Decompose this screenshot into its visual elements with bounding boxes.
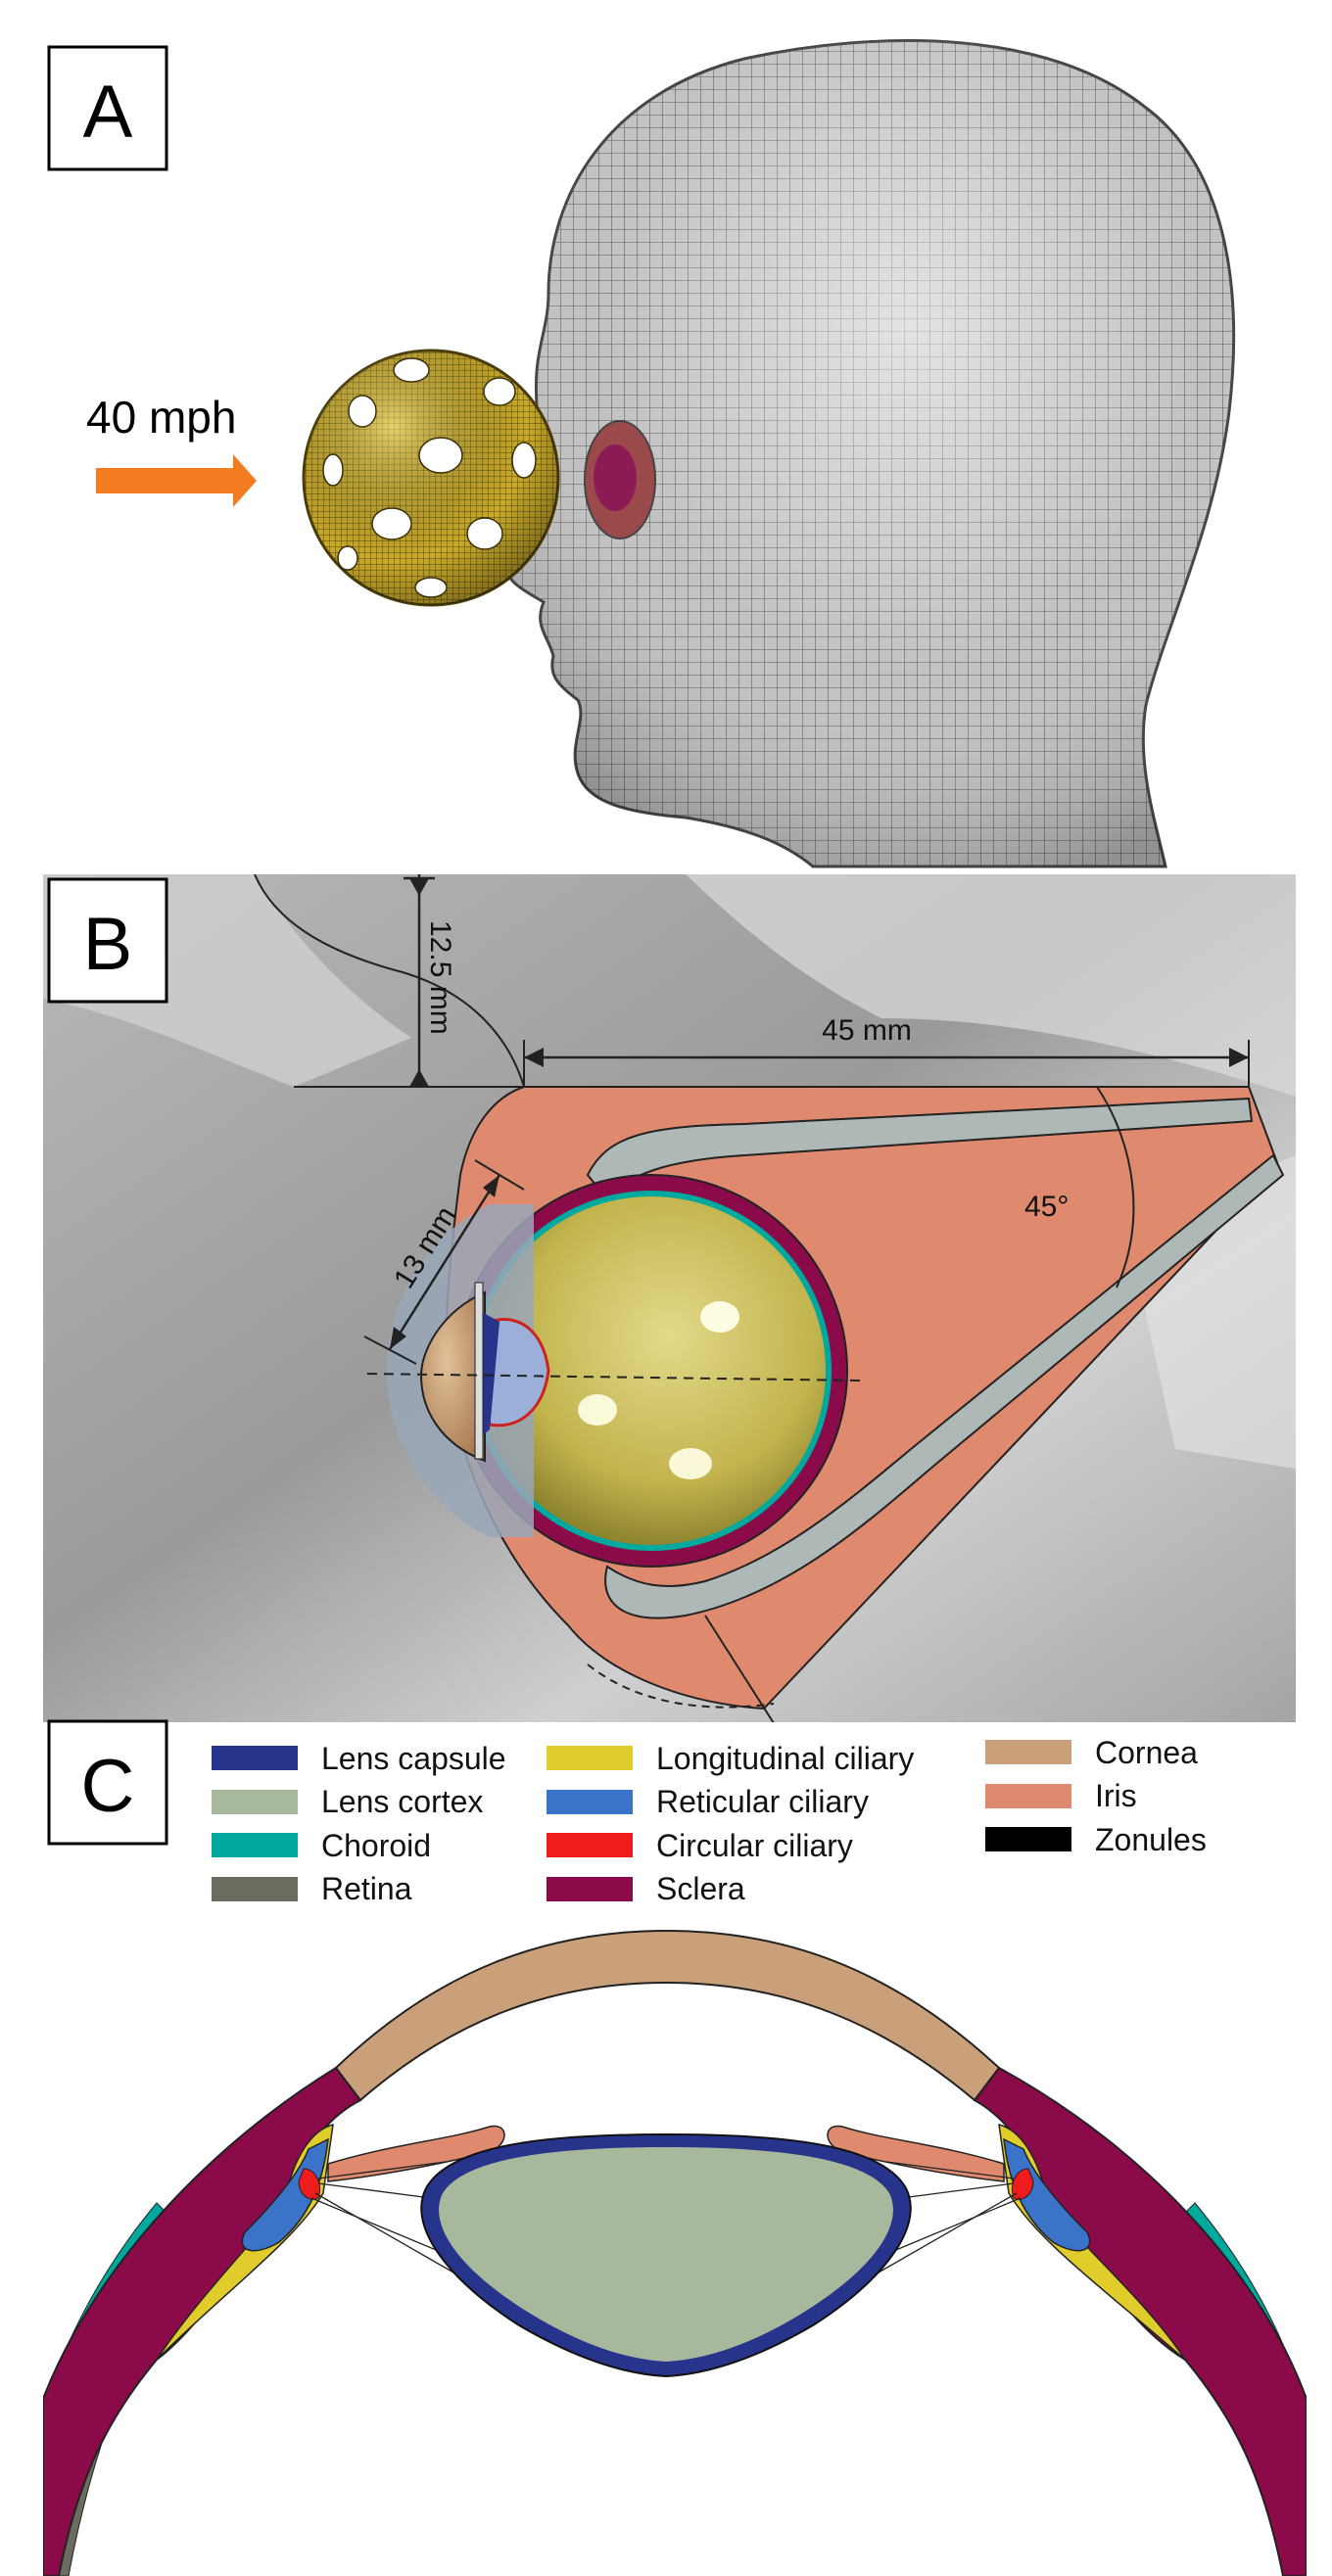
legend-item-iris: Iris bbox=[985, 1778, 1137, 1813]
legend: Lens capsule Lens cortex Choroid Retina … bbox=[212, 1735, 1207, 1906]
svg-text:Reticular ciliary: Reticular ciliary bbox=[656, 1784, 869, 1819]
panel-a: 40 mph A bbox=[47, 39, 1236, 868]
speed-label: 40 mph bbox=[86, 392, 236, 443]
svg-text:Iris: Iris bbox=[1095, 1778, 1137, 1813]
dim-vertical-label: 12.5 mm bbox=[424, 920, 456, 1035]
panel-b: 12.5 mm 45 mm 13 mm 45° bbox=[43, 874, 1296, 1722]
legend-item-lens-cortex: Lens cortex bbox=[212, 1784, 483, 1819]
cornea-b bbox=[419, 1290, 486, 1463]
svg-text:Choroid: Choroid bbox=[321, 1828, 431, 1863]
ball bbox=[302, 349, 560, 607]
legend-item-lens-capsule: Lens capsule bbox=[212, 1741, 506, 1776]
panel-c-label: C bbox=[81, 1745, 135, 1828]
cornea bbox=[334, 1929, 1001, 2102]
muscle-lower bbox=[604, 1153, 1285, 1619]
svg-text:Longitudinal ciliary: Longitudinal ciliary bbox=[656, 1741, 914, 1776]
circular-ciliary-left bbox=[298, 2168, 320, 2200]
legend-item-sclera: Sclera bbox=[547, 1871, 745, 1906]
legend-item-choroid: Choroid bbox=[212, 1828, 431, 1863]
panel-b-label-box bbox=[47, 877, 168, 1004]
legend-item-retina: Retina bbox=[212, 1871, 412, 1906]
svg-text:Retina: Retina bbox=[321, 1871, 412, 1906]
panel-c-label-box bbox=[47, 1719, 168, 1846]
eyeball bbox=[594, 445, 637, 511]
svg-text:Circular ciliary: Circular ciliary bbox=[656, 1828, 853, 1863]
impact-arrow bbox=[96, 454, 257, 507]
svg-text:Zonules: Zonules bbox=[1095, 1822, 1207, 1857]
iris-right bbox=[827, 2125, 1005, 2182]
legend-item-zonules: Zonules bbox=[985, 1822, 1207, 1857]
panel-a-label: A bbox=[83, 70, 133, 154]
dim-width-label: 45 mm bbox=[822, 1014, 912, 1047]
iris-left bbox=[327, 2125, 505, 2182]
svg-text:Lens cortex: Lens cortex bbox=[321, 1784, 483, 1819]
legend-item-circular-ciliary: Circular ciliary bbox=[547, 1828, 853, 1863]
zonules bbox=[310, 2161, 1022, 2277]
svg-text:Cornea: Cornea bbox=[1095, 1735, 1198, 1770]
lens-cortex bbox=[439, 2147, 893, 2362]
legend-item-cornea: Cornea bbox=[985, 1735, 1198, 1770]
svg-text:Lens capsule: Lens capsule bbox=[321, 1741, 506, 1776]
anterior-eye-section bbox=[43, 1929, 1307, 2576]
eye-model bbox=[386, 1174, 848, 1568]
legend-item-longitudinal-ciliary: Longitudinal ciliary bbox=[547, 1741, 914, 1776]
svg-text:Sclera: Sclera bbox=[656, 1871, 745, 1906]
panel-a-label-box bbox=[47, 45, 168, 171]
panel-b-label: B bbox=[83, 903, 133, 986]
angle-label: 45° bbox=[1024, 1191, 1069, 1223]
legend-item-reticular-ciliary: Reticular ciliary bbox=[547, 1784, 869, 1819]
circular-ciliary-right bbox=[1012, 2168, 1034, 2200]
